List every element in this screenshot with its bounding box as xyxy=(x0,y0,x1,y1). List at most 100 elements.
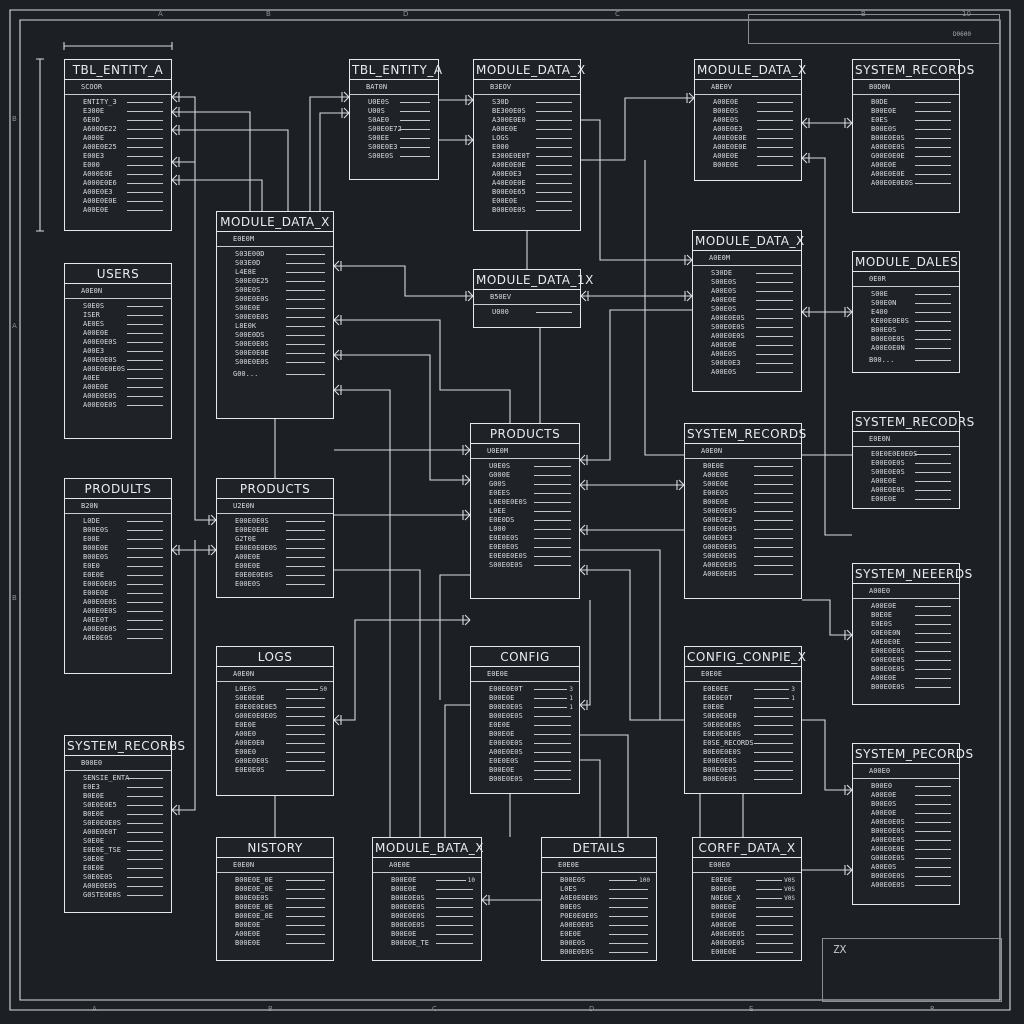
field-type-line xyxy=(914,499,951,500)
table-title: NISTORY xyxy=(217,838,333,858)
field-name: E0E0S xyxy=(871,620,893,628)
field-name: B00E0S xyxy=(83,526,109,534)
field-name: A00E0E xyxy=(711,341,737,349)
field-name: E0ES xyxy=(871,116,888,124)
field-type-line xyxy=(285,916,325,917)
table-row: A00E0E0S xyxy=(853,836,959,845)
drawing-outer-frame xyxy=(9,9,1011,1011)
field-name: A0EE0T xyxy=(83,616,109,624)
relationship-line xyxy=(580,759,601,837)
field-type-line xyxy=(535,120,572,121)
table-title: TBL_ENTITY_A xyxy=(350,60,442,80)
table-row: S0E0S xyxy=(65,302,171,311)
relationship-line xyxy=(802,157,852,536)
field-name: A00E0E xyxy=(871,809,897,817)
field-name: A000E0E xyxy=(83,170,113,178)
table-footer: B00... xyxy=(853,355,959,368)
primary-key-field: B20N xyxy=(65,499,171,514)
field-type-line xyxy=(285,925,325,926)
table-row: G0STE0E0S xyxy=(65,891,171,900)
field-name: B00E0E xyxy=(235,921,261,929)
field-type-line xyxy=(753,752,793,753)
field-name: B00E0E0S xyxy=(489,712,523,720)
table-row: A00E0E0E xyxy=(695,134,801,143)
table-row: S00E0E0S xyxy=(685,507,801,516)
primary-key-field: A00E0 xyxy=(853,764,959,779)
field-name: G000E xyxy=(489,471,511,479)
field-type-line xyxy=(285,299,325,300)
table-row: E0E0E xyxy=(471,721,579,730)
table-row: E0E0E0E0E0S xyxy=(853,450,959,459)
table-row: S00E0S xyxy=(350,152,438,161)
field-name: G00E0E3 xyxy=(703,534,733,542)
table-title: PRODULTS xyxy=(65,479,171,499)
field-type-line xyxy=(756,952,793,953)
table-title: CONFIG_CONPIE_X xyxy=(685,647,806,667)
field-name: A00E0E0E xyxy=(492,161,526,169)
field-name: A00E0S xyxy=(711,368,737,376)
field-type-line xyxy=(285,770,325,771)
table-title: PRODUCTS xyxy=(217,479,333,499)
field-name: B0E0E xyxy=(83,810,105,818)
table-row: ENTITY_3 xyxy=(65,98,171,107)
field-type-line xyxy=(126,620,163,621)
field-name: E00E0E0S xyxy=(235,517,269,525)
frame-top-letter: D xyxy=(403,10,409,18)
field-type-line xyxy=(609,889,648,890)
field-type-line xyxy=(756,907,793,908)
field-name: S00E0E0S xyxy=(235,313,269,321)
table-row: B00E0E xyxy=(65,544,171,553)
table-row: B00E0E0S xyxy=(685,775,801,784)
crows-foot-marker xyxy=(333,260,342,272)
field-name: E0E0EE xyxy=(703,685,729,693)
crows-foot-marker xyxy=(465,290,474,302)
field-name: E00E0E xyxy=(235,562,261,570)
field-name: E0E0E0S xyxy=(235,766,265,774)
field-name: A00E0E xyxy=(871,602,897,610)
field-type-line xyxy=(126,378,163,379)
relationship-line xyxy=(172,96,216,521)
table-row: G00E0E0E0S xyxy=(217,712,333,721)
field-name: B00E0S xyxy=(83,553,109,561)
field-name: SENSIE_ENTA xyxy=(83,774,130,782)
table-row: A00E0E0E0S xyxy=(853,179,959,188)
field-type-line xyxy=(534,761,571,762)
field-type-line xyxy=(400,120,430,121)
field-type-line xyxy=(534,770,571,771)
field-name: B00E0E_0E xyxy=(235,912,273,920)
field-name: A00E0E0 xyxy=(235,739,265,747)
table-row: E0E0 xyxy=(65,562,171,571)
crows-foot-marker xyxy=(208,514,217,526)
field-type-line xyxy=(914,624,951,625)
table-row: A00E0E xyxy=(217,930,333,939)
field-type-line xyxy=(914,876,951,877)
field-name: A00E0E0E xyxy=(871,170,905,178)
field-name: E0E0E0S xyxy=(489,757,519,765)
